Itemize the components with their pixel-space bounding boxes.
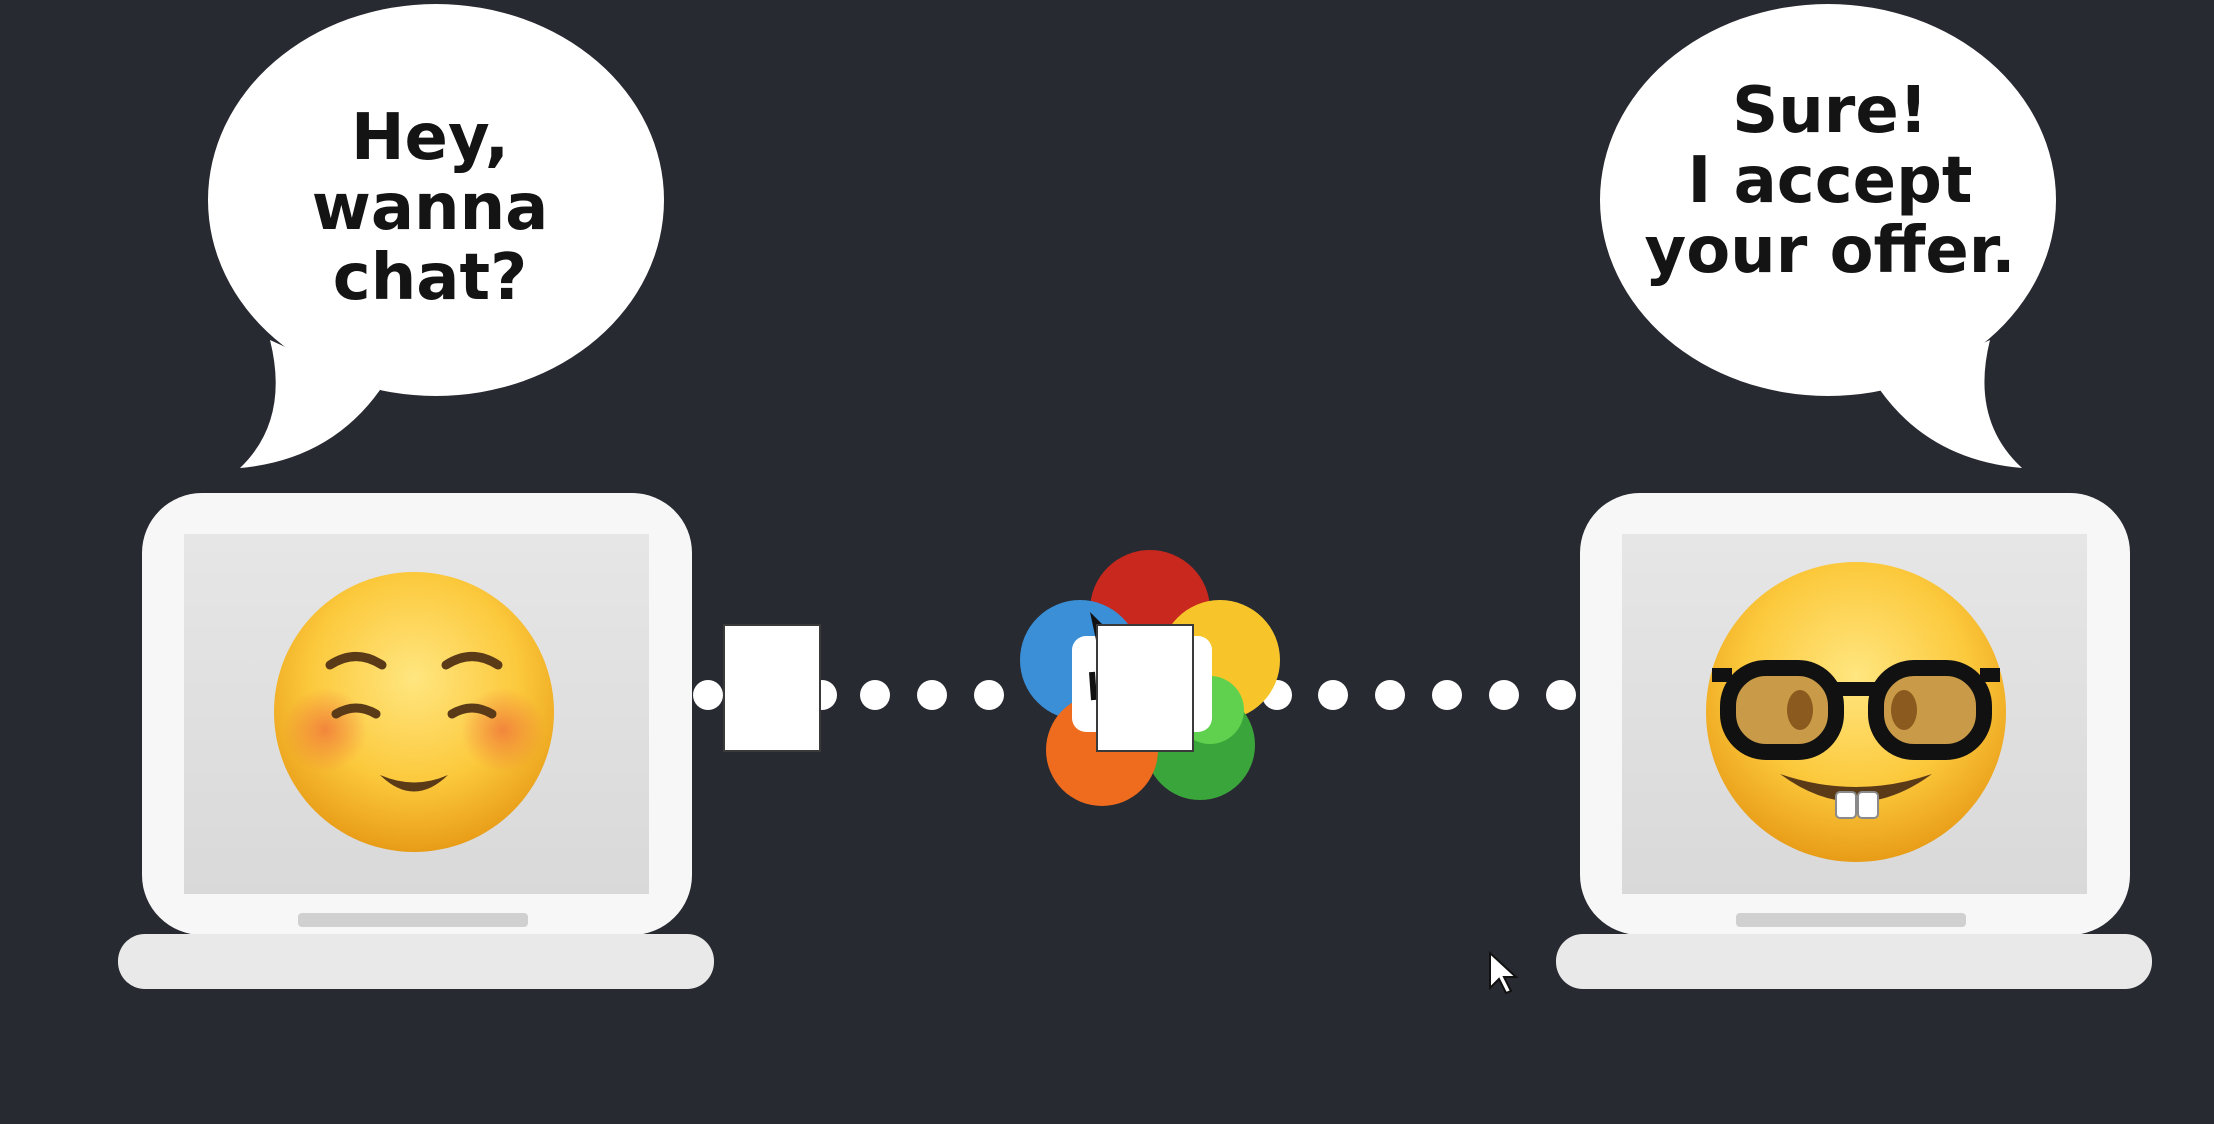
message-packet-left [723,624,821,752]
left-speech-text: Hey, wanna chat? [210,103,650,313]
left-speech-bubble [208,4,664,468]
right-speech-text: Sure! I accept your offer. [1590,76,2070,286]
left-speech-line: chat? [332,241,528,315]
right-speech-line: Sure! [1732,74,1928,148]
left-speech-line: Hey, [350,101,510,175]
nerd-face-icon [1706,562,2006,862]
left-speech-line: wanna [311,171,549,245]
right-speech-bubble [1600,4,2056,468]
message-packet-center [1096,624,1194,752]
right-speech-line: your offer. [1644,214,2016,288]
mouse-cursor-icon [1489,950,1519,995]
right-speech-line: I accept [1687,144,1973,218]
smiling-face-with-blush-icon [274,572,554,852]
